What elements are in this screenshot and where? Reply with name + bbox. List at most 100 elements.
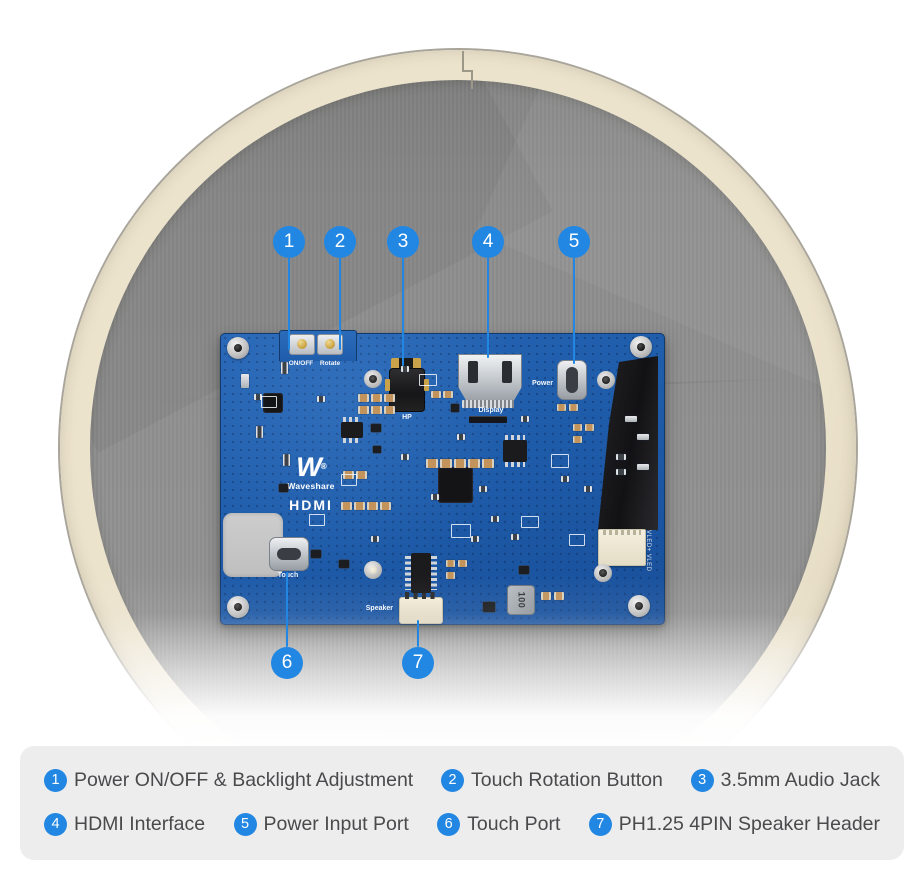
legend-item-7: 7 PH1.25 4PIN Speaker Header — [588, 812, 880, 836]
smd-component-sot — [451, 404, 459, 412]
smd-component-res — [457, 434, 465, 440]
smd-component-sil — [569, 534, 585, 546]
standoff-hole — [594, 564, 612, 582]
smd-component-res — [256, 426, 263, 438]
legend-num-2: 2 — [440, 768, 464, 792]
smd-component-cap — [380, 502, 391, 510]
smd-component-cap — [443, 391, 453, 398]
legend-num-4: 4 — [44, 812, 67, 836]
smd-component-cap — [358, 406, 369, 414]
power-inductor: 100 — [507, 585, 535, 615]
power-onoff-button — [289, 334, 315, 355]
smd-component-sil — [419, 374, 437, 386]
legend-label-5: Power Input Port — [263, 812, 409, 835]
smd-component-sot — [373, 446, 381, 453]
smd-component-res — [471, 536, 479, 542]
callout-badge-6: 6 — [271, 647, 303, 679]
smd-component-pad — [625, 416, 637, 422]
mount-screw — [628, 595, 650, 617]
main-controller-chip — [438, 467, 473, 503]
backlight-connector — [598, 529, 646, 566]
smd-component-cap — [384, 406, 395, 414]
callout-badge-1: 1 — [273, 226, 305, 258]
legend-item-5: 5 Power Input Port — [233, 812, 409, 836]
smd-component-res — [616, 454, 626, 460]
smd-component-cap — [482, 459, 494, 468]
legend-label-7: PH1.25 4PIN Speaker Header — [618, 812, 880, 835]
smd-component-cap — [440, 459, 452, 468]
smd-component-cap — [541, 592, 551, 600]
standoff-hole — [364, 561, 382, 579]
smd-component-sil — [521, 516, 539, 528]
smd-component-sot — [371, 424, 381, 432]
smd-component-cap — [458, 560, 467, 567]
smd-component-pad — [637, 434, 649, 440]
smd-component-res — [317, 396, 325, 402]
hdmi-pins — [462, 400, 514, 408]
standoff-hole — [597, 371, 615, 389]
smd-component-cap — [358, 394, 369, 402]
legend-num-7: 7 — [588, 812, 612, 836]
smd-component-cap — [343, 471, 354, 479]
speaker-header — [399, 592, 443, 624]
silk-speaker-label: Speaker — [365, 605, 393, 612]
smd-component-res — [479, 486, 487, 492]
smd-component-cap — [341, 502, 352, 510]
smd-component-sil — [309, 514, 325, 526]
callout-line-3 — [401, 258, 405, 366]
callout-line-6 — [285, 572, 289, 647]
callout-line-5 — [572, 258, 576, 364]
callout-badge-7: 7 — [402, 647, 434, 679]
smd-component-cap — [446, 572, 455, 579]
smd-component-sot — [279, 484, 288, 492]
callout-badge-4: 4 — [472, 226, 504, 258]
smd-component-res — [254, 394, 262, 400]
hdmi-port — [458, 354, 522, 402]
smd-component-res — [371, 536, 379, 542]
smd-component-res — [584, 486, 592, 492]
legend-num-3: 3 — [690, 768, 714, 792]
silk-onoff-label: ON/OFF — [288, 360, 314, 367]
silk-rotate-label: Rotate — [319, 360, 341, 367]
callout-badge-5: 5 — [558, 226, 590, 258]
smd-component-cap — [573, 424, 582, 431]
smd-component-res — [561, 476, 569, 482]
callout-line-1 — [287, 258, 291, 350]
smd-component-sot — [339, 560, 349, 568]
smd-component-cap — [371, 406, 382, 414]
smd-component-cap — [557, 404, 566, 411]
smd-component-res — [401, 454, 409, 460]
smd-component-cap — [356, 471, 367, 479]
standoff-hole — [364, 370, 382, 388]
smd-component-cap — [384, 394, 395, 402]
smd-component-sot — [483, 602, 495, 612]
mount-screw — [227, 337, 249, 359]
smd-component-cap — [446, 560, 455, 567]
audio-jack-pins — [391, 358, 421, 370]
silk-power-label: Power — [531, 380, 553, 387]
smd-component-res — [491, 516, 499, 522]
legend-num-5: 5 — [233, 812, 257, 836]
smd-component-cap — [454, 459, 466, 468]
callout-badge-3: 3 — [387, 226, 419, 258]
smd-component-pad — [241, 374, 249, 388]
smd-component-res — [521, 416, 529, 422]
callout-badge-2: 2 — [324, 226, 356, 258]
smd-component-cap — [426, 459, 438, 468]
smd-component-sil — [451, 524, 471, 538]
smd-component-sil — [551, 454, 569, 468]
touch-port — [269, 537, 309, 571]
mount-screw — [227, 596, 249, 618]
smd-component-cap — [468, 459, 480, 468]
fpc-socket — [469, 416, 507, 423]
legend-label-1: Power ON/OFF & Backlight Adjustment — [74, 768, 414, 791]
legend-label-3: 3.5mm Audio Jack — [720, 768, 880, 791]
legend-num-1: 1 — [44, 768, 67, 792]
smd-component-sot — [311, 550, 321, 558]
smd-component-res — [511, 534, 519, 540]
